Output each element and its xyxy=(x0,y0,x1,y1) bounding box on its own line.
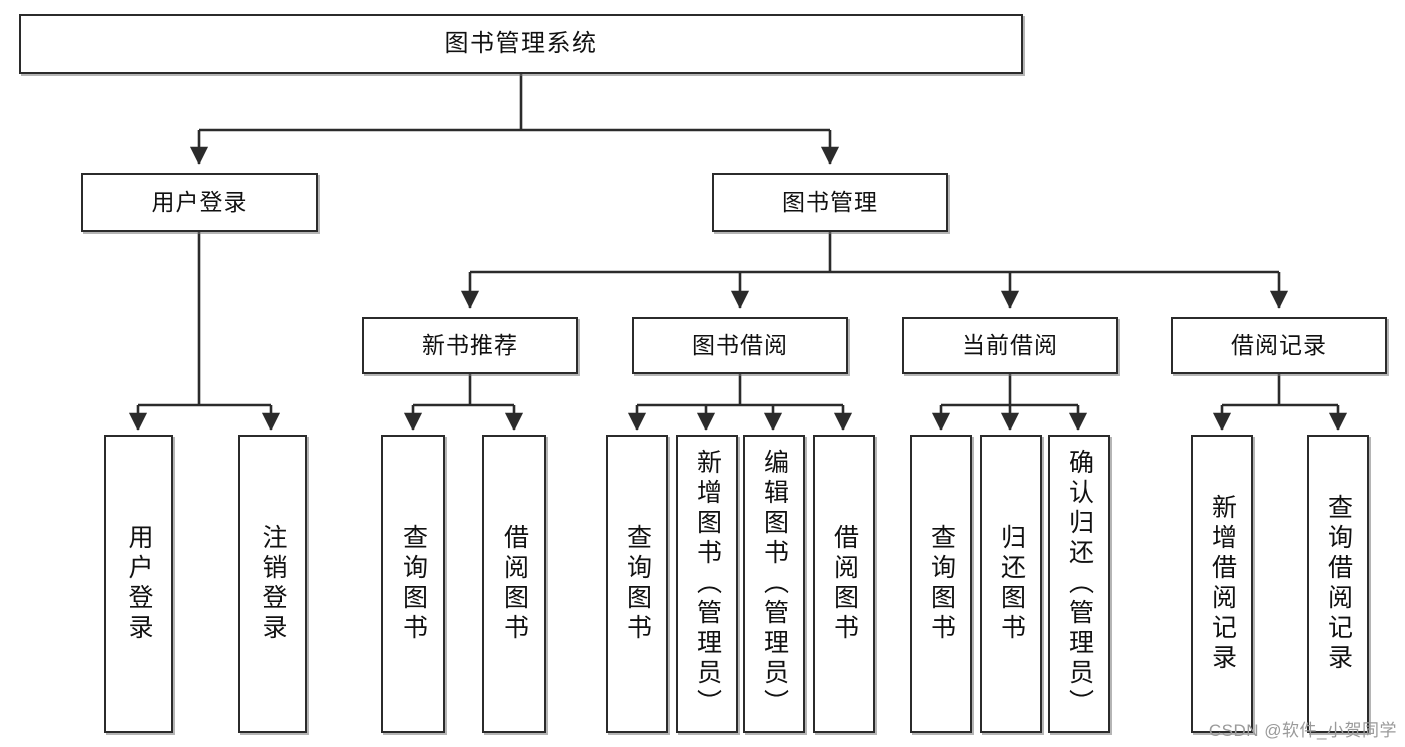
node-label: 借阅图书 xyxy=(830,524,859,644)
node-label: 图书借阅 xyxy=(692,331,788,358)
node-new-book-recommend[interactable]: 新书推荐 xyxy=(362,317,578,374)
node-label: 查询图书 xyxy=(927,524,956,644)
watermark-text: CSDN @软件_小贺同学 xyxy=(1208,721,1397,740)
node-label: 确认归还（管理员） xyxy=(1065,449,1094,719)
node-leaf-query-book-2[interactable]: 查询图书 xyxy=(606,435,668,733)
node-current-borrow[interactable]: 当前借阅 xyxy=(902,317,1118,374)
node-borrow-record[interactable]: 借阅记录 xyxy=(1171,317,1387,374)
node-label: 图书管理系统 xyxy=(444,29,598,57)
node-leaf-confirm-return[interactable]: 确认归还（管理员） xyxy=(1048,435,1110,733)
node-leaf-query-book-3[interactable]: 查询图书 xyxy=(910,435,972,733)
node-leaf-user-logout[interactable]: 注销登录 xyxy=(238,435,307,733)
node-label: 用户登录 xyxy=(151,188,248,215)
node-leaf-query-book-1[interactable]: 查询图书 xyxy=(381,435,445,733)
node-leaf-return-book[interactable]: 归还图书 xyxy=(980,435,1042,733)
node-leaf-borrow-book-1[interactable]: 借阅图书 xyxy=(482,435,546,733)
node-leaf-borrow-book-2[interactable]: 借阅图书 xyxy=(813,435,875,733)
node-label: 用户登录 xyxy=(125,524,153,644)
node-book-borrow[interactable]: 图书借阅 xyxy=(632,317,848,374)
node-label: 新增借阅记录 xyxy=(1208,494,1237,674)
node-label: 查询图书 xyxy=(399,524,428,644)
node-leaf-add-book[interactable]: 新增图书（管理员） xyxy=(676,435,738,733)
node-label: 查询图书 xyxy=(623,524,652,644)
node-label: 当前借阅 xyxy=(962,331,1058,358)
node-leaf-query-record[interactable]: 查询借阅记录 xyxy=(1307,435,1369,733)
node-user-login[interactable]: 用户登录 xyxy=(81,173,318,232)
node-label: 图书管理 xyxy=(782,188,878,215)
node-leaf-user-login[interactable]: 用户登录 xyxy=(104,435,173,733)
node-leaf-edit-book[interactable]: 编辑图书（管理员） xyxy=(743,435,805,733)
node-label: 查询借阅记录 xyxy=(1324,494,1353,674)
node-label: 新书推荐 xyxy=(422,331,518,358)
node-label: 注销登录 xyxy=(259,524,287,644)
node-label: 编辑图书（管理员） xyxy=(760,449,789,719)
node-label: 新增图书（管理员） xyxy=(693,449,722,719)
node-book-management-system[interactable]: 图书管理系统 xyxy=(19,14,1023,74)
node-label: 借阅记录 xyxy=(1231,331,1327,358)
node-label: 借阅图书 xyxy=(500,524,529,644)
node-label: 归还图书 xyxy=(997,524,1026,644)
node-leaf-add-record[interactable]: 新增借阅记录 xyxy=(1191,435,1253,733)
node-book-management[interactable]: 图书管理 xyxy=(712,173,948,232)
